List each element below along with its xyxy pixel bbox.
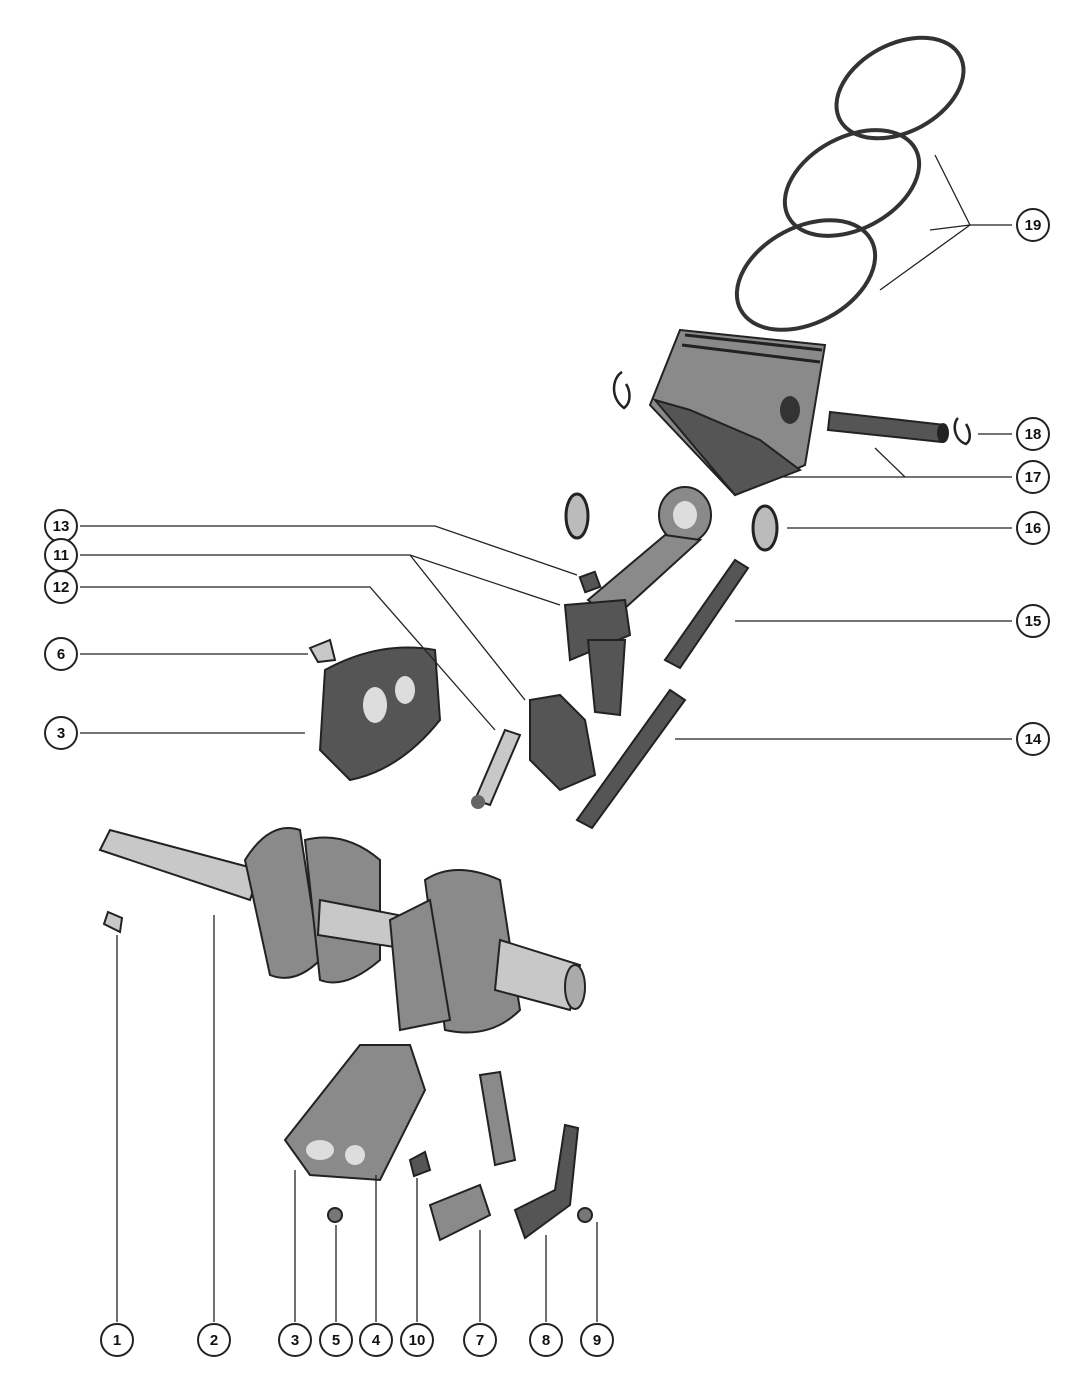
svg-text:5: 5: [332, 1332, 340, 1349]
rod-big-end: [563, 598, 632, 662]
callout-3-lower: 3: [278, 1323, 312, 1357]
piston-ring-bottom: [734, 218, 878, 332]
callout-12: 12: [44, 570, 78, 604]
svg-text:2: 2: [210, 1332, 218, 1349]
callout-11: 11: [44, 538, 78, 572]
rod-nut: [578, 570, 602, 594]
piston-ring-top: [834, 35, 966, 141]
svg-text:15: 15: [1025, 613, 1042, 630]
thrust-washer-right: [751, 504, 779, 552]
piston-pin-bore: [780, 396, 800, 424]
svg-text:16: 16: [1025, 520, 1042, 537]
callouts: 19 18 17 16 15 14 13 11 12 6 3 1 2 3 5 4…: [44, 208, 1050, 1357]
piston-rings: [734, 35, 966, 332]
svg-text:10: 10: [409, 1332, 426, 1349]
callout-13: 13: [44, 509, 78, 543]
callout-10: 10: [400, 1323, 434, 1357]
svg-text:18: 18: [1025, 426, 1042, 443]
screw-9: [577, 1207, 593, 1223]
svg-text:11: 11: [53, 547, 69, 564]
svg-text:6: 6: [57, 646, 65, 663]
callout-4: 4: [359, 1323, 393, 1357]
thrust-washer-left: [564, 492, 590, 540]
callout-2: 2: [197, 1323, 231, 1357]
rod-bearing-half: [529, 693, 597, 792]
callout-1: 1: [100, 1323, 134, 1357]
wrist-pin: [826, 410, 949, 444]
svg-text:8: 8: [542, 1332, 550, 1349]
crankshaft: [98, 827, 586, 1034]
bracket-8: [513, 1123, 580, 1240]
callout-16: 16: [1016, 511, 1050, 545]
needle-bearing-upper: [663, 558, 750, 670]
rod-bolt: [473, 728, 522, 807]
connecting-rod: [563, 486, 712, 717]
woodruff-key: [102, 910, 124, 934]
callout-6: 6: [44, 637, 78, 671]
svg-text:1: 1: [113, 1332, 121, 1349]
crank-web-3: [423, 869, 522, 1034]
rod-cap: [586, 639, 627, 717]
svg-text:17: 17: [1025, 469, 1042, 486]
callout-8: 8: [529, 1323, 563, 1357]
callout-9: 9: [580, 1323, 614, 1357]
svg-text:7: 7: [476, 1332, 484, 1349]
needle-bearing-lower: [575, 688, 687, 830]
callout-3-upper: 3: [44, 716, 78, 750]
crank-taper-end: [98, 828, 262, 902]
lock-ring-left: [612, 370, 631, 410]
svg-text:19: 19: [1025, 217, 1042, 234]
reed-plate: [428, 1183, 492, 1242]
svg-text:3: 3: [291, 1332, 299, 1349]
svg-text:12: 12: [53, 579, 70, 596]
piston-ring-middle: [782, 128, 922, 238]
piston-skirt: [652, 398, 803, 497]
leader-lines: [80, 154, 1012, 1322]
svg-text:13: 13: [53, 518, 70, 535]
callout-18: 18: [1016, 417, 1050, 451]
callout-17: 17: [1016, 460, 1050, 494]
crank-web-4: [388, 898, 452, 1032]
svg-text:14: 14: [1025, 731, 1042, 748]
svg-text:4: 4: [372, 1332, 381, 1349]
svg-text:3: 3: [57, 725, 65, 742]
callout-19: 19: [1016, 208, 1050, 242]
piston: [648, 328, 827, 497]
callout-5: 5: [319, 1323, 353, 1357]
callout-7: 7: [463, 1323, 497, 1357]
callout-15: 15: [1016, 604, 1050, 638]
reed-block: [478, 1070, 517, 1167]
screw-5: [327, 1207, 343, 1223]
callout-14: 14: [1016, 722, 1050, 756]
bearing-clip-lower: [408, 1150, 432, 1178]
crank-output-end: [493, 938, 582, 1012]
svg-text:9: 9: [593, 1332, 601, 1349]
lock-ring-right: [953, 417, 971, 446]
bearing-clip: [308, 638, 337, 664]
